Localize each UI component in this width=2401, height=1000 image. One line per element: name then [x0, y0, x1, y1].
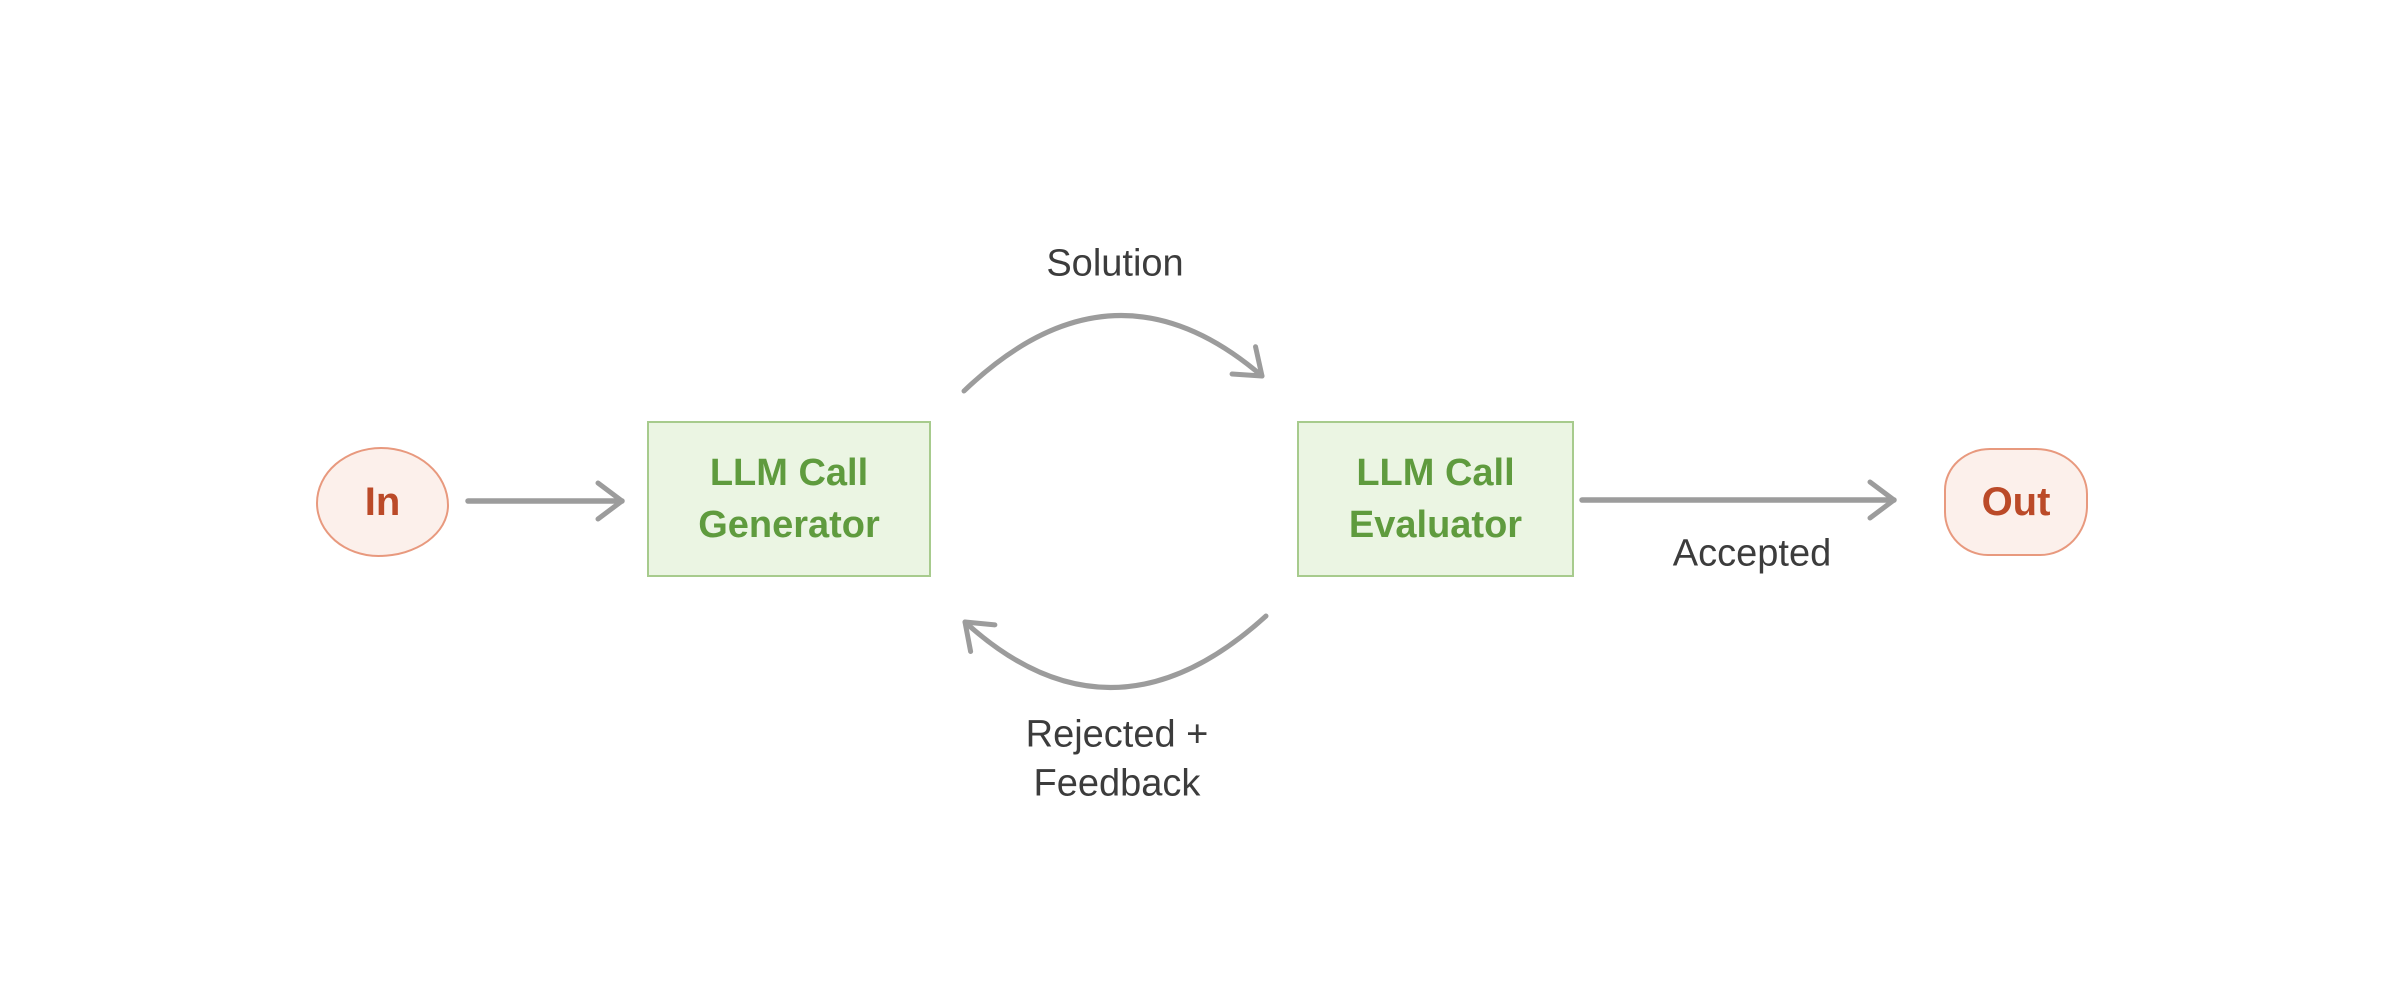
node-llm-call-evaluator: LLM Call Evaluator	[1297, 421, 1574, 577]
edge-label-solution: Solution	[1046, 242, 1184, 285]
node-out-label: Out	[1981, 479, 2051, 524]
node-in: In	[316, 447, 449, 557]
arc-generator-to-evaluator	[961, 313, 1265, 394]
node-llm-call-generator-label: LLM Call Generator	[698, 451, 880, 546]
edge-label-rejected-feedback: Rejected + Feedback	[1025, 713, 1209, 805]
edge-label-accepted: Accepted	[1672, 532, 1832, 575]
arc-evaluator-to-generator	[962, 613, 1269, 690]
node-in-label: In	[364, 479, 401, 524]
node-out: Out	[1944, 448, 2088, 556]
node-llm-call-generator: LLM Call Generator	[647, 421, 931, 577]
node-llm-call-evaluator-label: LLM Call Evaluator	[1348, 451, 1523, 546]
